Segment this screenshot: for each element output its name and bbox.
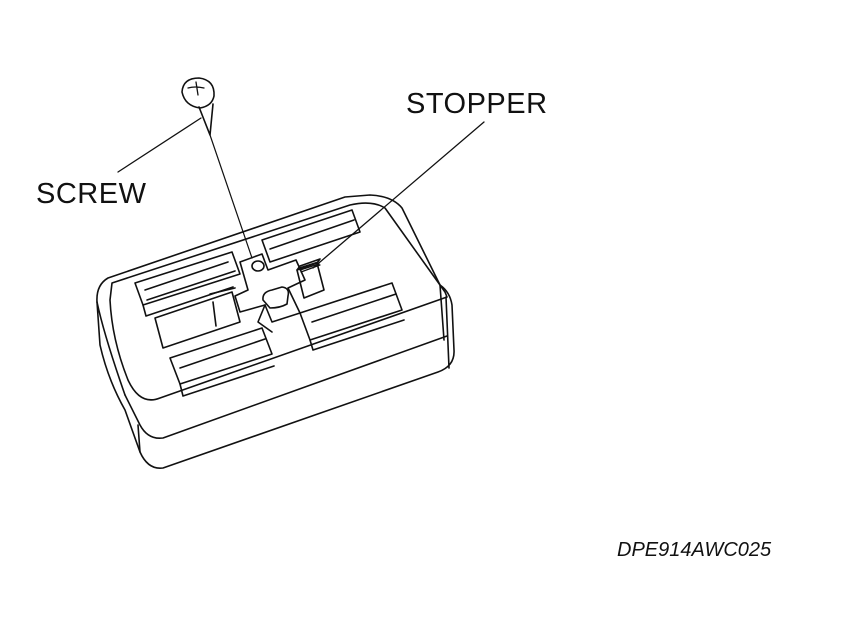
cavity-middle-left: [154, 291, 241, 349]
stopper-label: STOPPER: [406, 88, 548, 120]
screw-leader-line: [117, 117, 202, 173]
cavity-upper-left-depth: [142, 286, 234, 317]
cavity-upper-left: [134, 251, 241, 306]
figure-code: DPE914AWC025: [617, 539, 772, 561]
housing-left-bulge: [96, 301, 126, 396]
cavity-lower-left: [169, 327, 273, 385]
cavity-lower-right-depth: [309, 319, 405, 351]
screw-hole: [251, 260, 265, 272]
terminal-cavities: [134, 209, 405, 397]
housing-right-edge: [439, 284, 450, 369]
stopper-body: [296, 262, 325, 299]
cavity-middle-left-line: [209, 287, 236, 295]
cavity-upper-left-inner: [144, 261, 236, 301]
cavity-middle-left-divider: [212, 301, 217, 327]
center-recess-step: [257, 304, 273, 333]
screw-axis-line: [209, 134, 253, 259]
screw-shank: [198, 103, 214, 136]
screw-head: [181, 77, 215, 109]
cavity-lower-left-depth: [179, 365, 275, 397]
screw-label: SCREW: [36, 178, 147, 210]
housing-outline: [96, 194, 455, 469]
screw-head-slot: [187, 81, 205, 96]
cavity-upper-right-inner: [269, 219, 355, 250]
housing-top-rim: [109, 202, 448, 401]
housing-bottom-edge: [137, 424, 141, 453]
connector-housing: [96, 194, 455, 469]
cavity-lower-right: [299, 282, 403, 341]
cavity-upper-right: [261, 209, 361, 263]
center-boss: [262, 286, 290, 309]
stopper: [296, 258, 325, 299]
housing-front-face: [124, 335, 448, 440]
cavity-lower-right-inner: [311, 293, 397, 323]
stopper-leader-line: [312, 121, 485, 269]
cavity-lower-left-inner: [179, 338, 266, 369]
screw: [181, 77, 253, 259]
center-recess: [234, 253, 306, 323]
